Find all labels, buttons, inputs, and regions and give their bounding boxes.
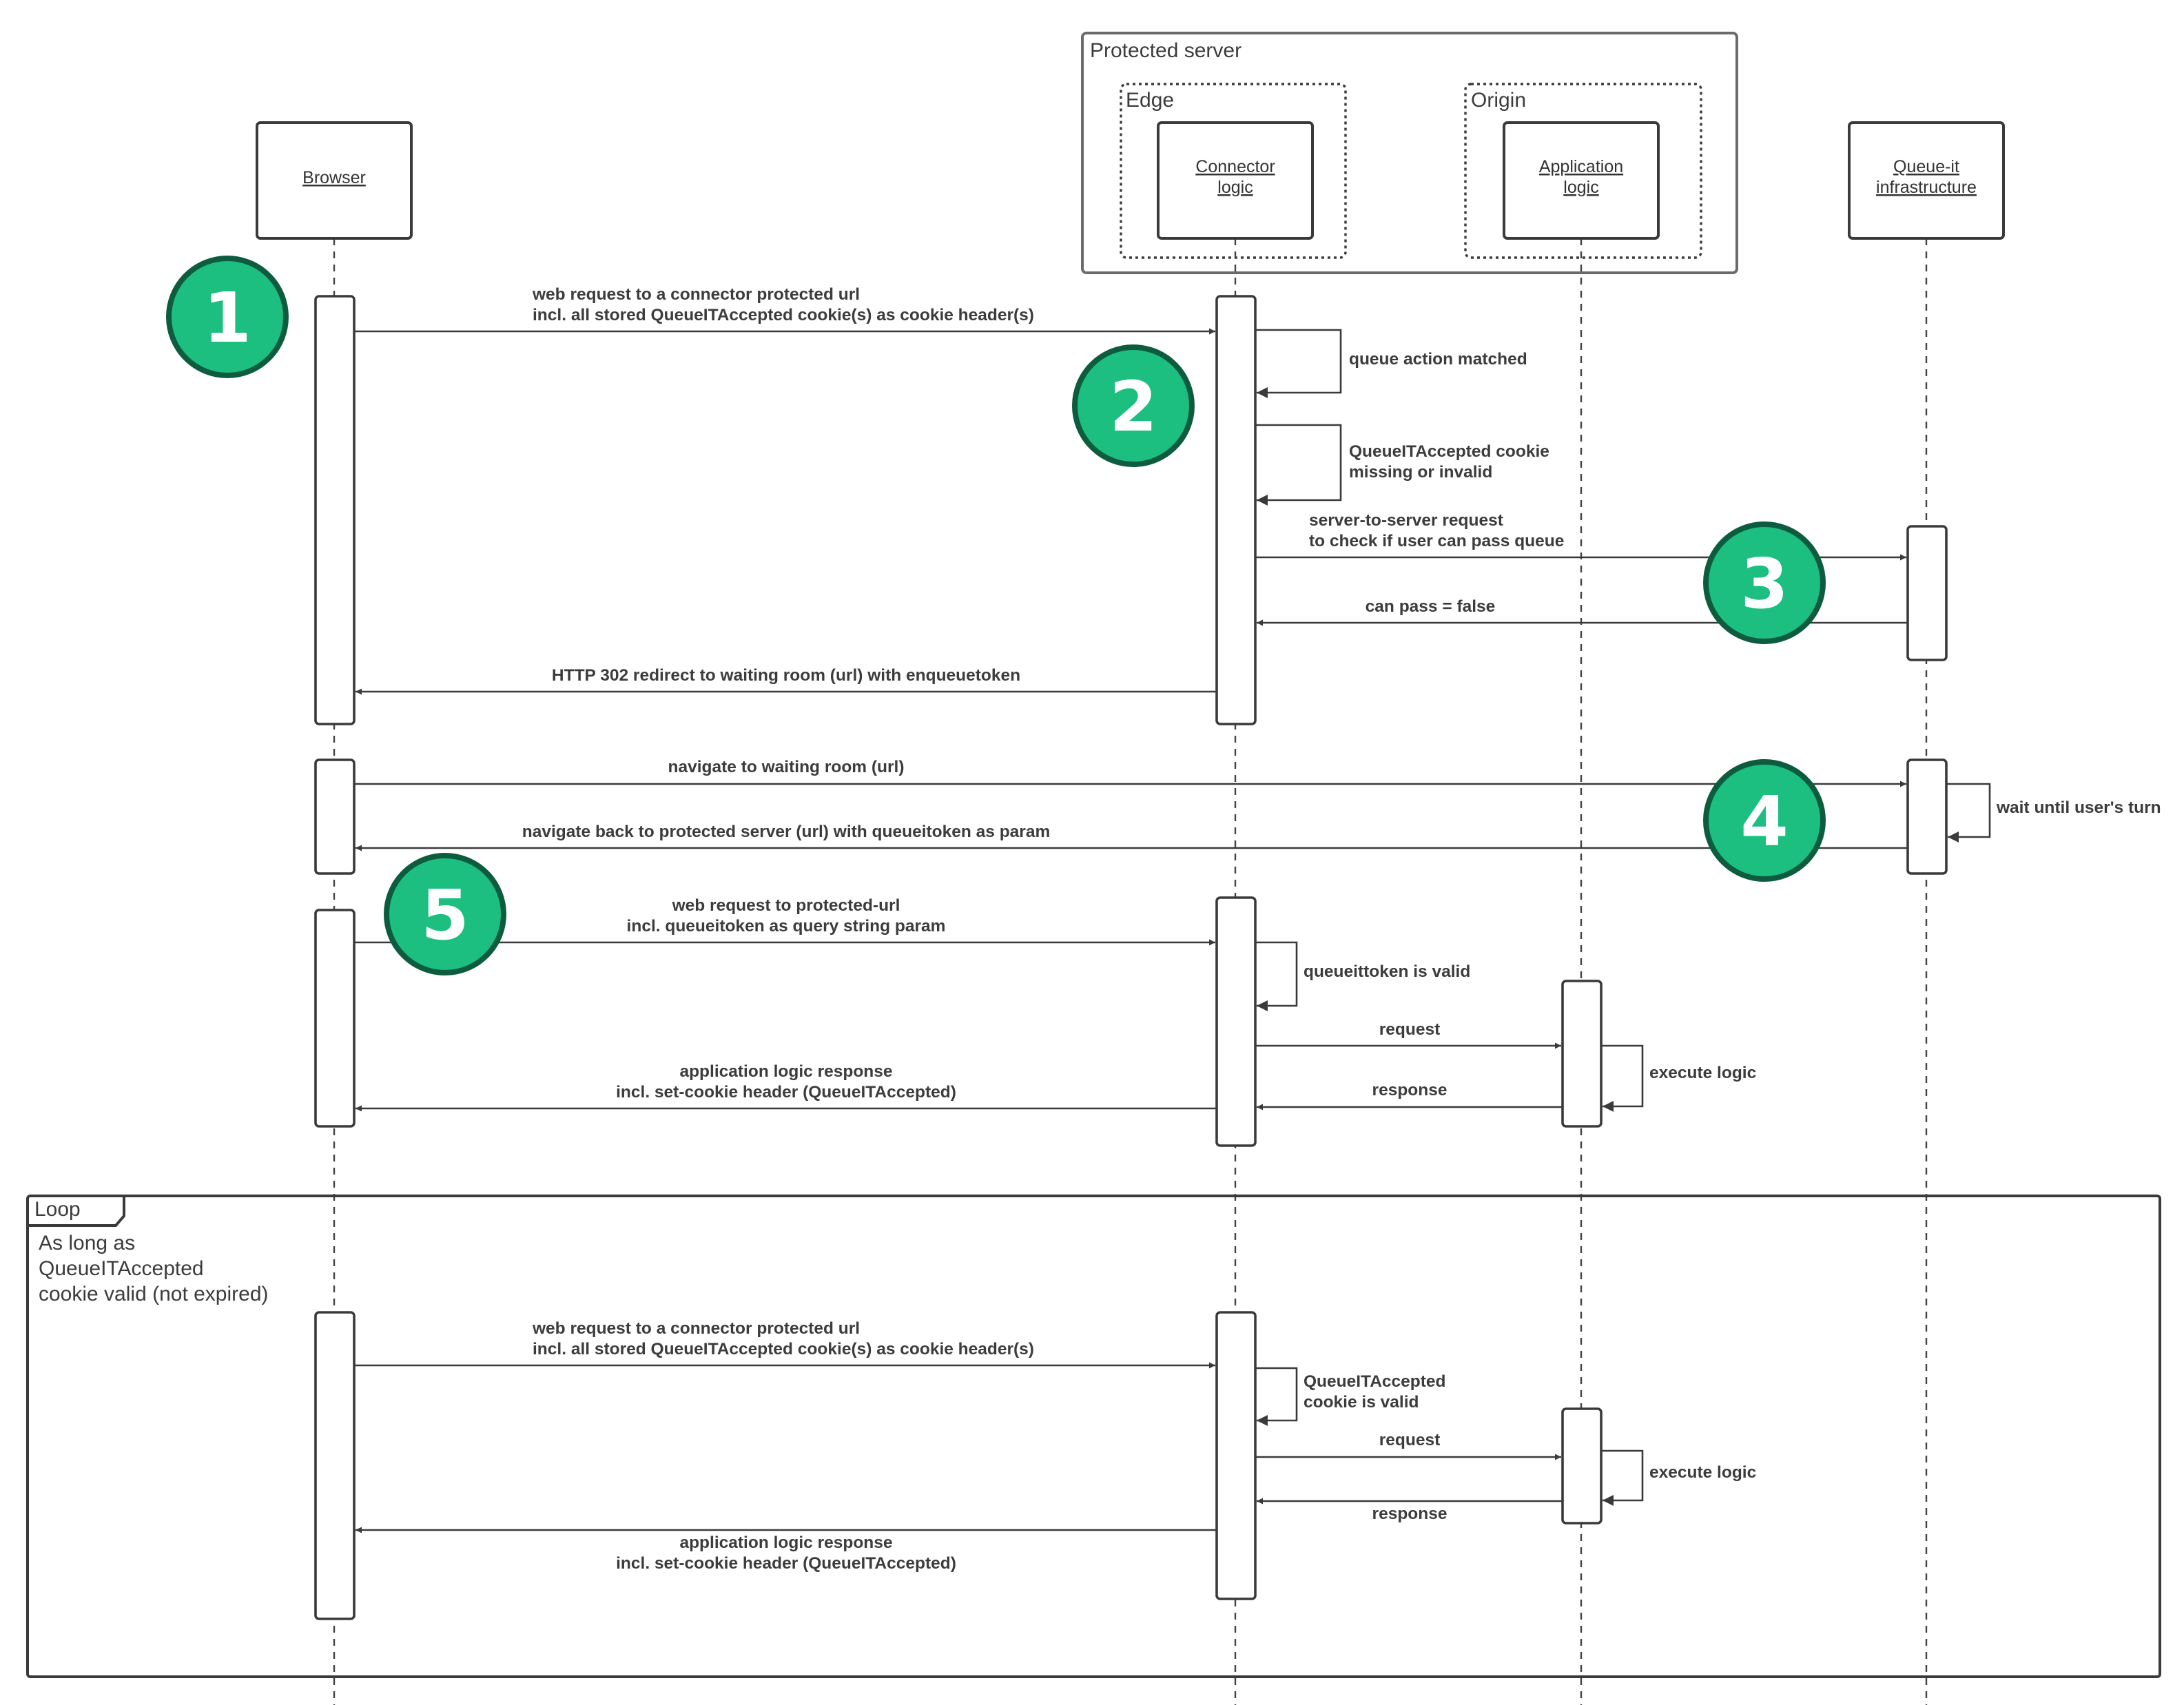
msg-can-pass-false-label: can pass = false	[1366, 597, 1496, 616]
edge-group: Edge	[1120, 83, 1347, 259]
msg-navigate-waiting-room: navigate to waiting room (url)	[354, 758, 1906, 787]
msg-http-302-redirect: HTTP 302 redirect to waiting room (url) …	[356, 666, 1217, 695]
step-badge-1: 1	[166, 256, 289, 378]
queueit-activation-2	[1906, 758, 1948, 875]
loop-msg-web-request-line2: incl. all stored QueueITAccepted cookie(…	[533, 1340, 1034, 1358]
msg-http-302-redirect-label: HTTP 302 redirect to waiting room (url) …	[552, 666, 1020, 685]
msg-navigate-back-label: navigate back to protected server (url) …	[522, 823, 1051, 841]
step-badge-5: 5	[384, 853, 506, 975]
loop-condition-line3: cookie valid (not expired)	[39, 1283, 269, 1305]
edge-label: Edge	[1126, 89, 1174, 112]
protected-server-group: Protected server	[1081, 32, 1738, 274]
step-badge-5-number: 5	[421, 875, 469, 955]
origin-label: Origin	[1471, 89, 1526, 112]
self-msg-execute-logic-1: execute logic	[1601, 1044, 1756, 1112]
self-msg-cookie-missing: QueueITAccepted cookie missing or invali…	[1255, 424, 1549, 506]
loop-self-msg-cookie-valid-line1: QueueITAccepted	[1304, 1372, 1445, 1391]
loop-msg-response: response	[1257, 1498, 1563, 1523]
step-badge-1-number: 1	[203, 278, 251, 358]
loop-msg-app-response-line2: incl. set-cookie header (QueueITAccepted…	[616, 1554, 956, 1573]
queueit-actor-label-line2: infrastructure	[1876, 178, 1977, 197]
queueit-actor: Queue-it infrastructure	[1848, 121, 2005, 240]
self-msg-cookie-missing-line2: missing or invalid	[1349, 463, 1492, 482]
loop-condition-line1: As long as	[39, 1232, 135, 1254]
browser-actor-label: Browser	[302, 168, 366, 187]
msg-server-to-server: server-to-server request to check if use…	[1255, 511, 1906, 561]
msg-request-1: request	[1255, 1020, 1561, 1049]
msg-web-request-line1: web request to a connector protected url	[532, 285, 860, 304]
msg-web-request-queueitoken-line2: incl. queueitoken as query string param	[627, 917, 946, 936]
connector-activation-1	[1215, 295, 1257, 725]
loop-frame: Loop As long as QueueITAccepted cookie v…	[26, 1195, 2161, 1678]
step-badge-4: 4	[1703, 759, 1826, 882]
self-msg-cookie-missing-line1: QueueITAccepted cookie	[1349, 442, 1549, 461]
connector-actor: Connector logic	[1157, 121, 1314, 240]
loop-self-msg-execute-logic-label: execute logic	[1649, 1463, 1756, 1482]
loop-self-msg-cookie-valid-line2: cookie is valid	[1304, 1393, 1419, 1412]
self-msg-wait-until-turn-label: wait until user's turn	[1996, 798, 2161, 817]
loop-msg-web-request-line1: web request to a connector protected url	[532, 1319, 860, 1338]
queueit-actor-label-line1: Queue-it	[1893, 157, 1959, 176]
application-actor-label-line1: Application	[1539, 157, 1623, 176]
self-msg-token-valid-label: queueittoken is valid	[1304, 962, 1470, 981]
loop-self-msg-cookie-valid: QueueITAccepted cookie is valid	[1255, 1367, 1445, 1426]
loop-condition-line2: QueueITAccepted	[39, 1257, 204, 1280]
connector-activation-2	[1215, 896, 1257, 1147]
self-msg-queue-action-matched-label: queue action matched	[1349, 350, 1527, 369]
msg-navigate-back: navigate back to protected server (url) …	[356, 823, 1908, 851]
step-badge-2-number: 2	[1109, 366, 1157, 447]
application-activation-1	[1561, 980, 1603, 1128]
msg-app-response-1-line2: incl. set-cookie header (QueueITAccepted…	[616, 1083, 956, 1102]
application-activation-2	[1561, 1407, 1603, 1525]
self-msg-execute-logic-1-label: execute logic	[1649, 1064, 1756, 1082]
loop-msg-app-response-line1: application logic response	[679, 1533, 892, 1552]
queueit-activation-1	[1906, 525, 1948, 661]
loop-tag: Loop	[34, 1198, 81, 1221]
loop-msg-app-response: application logic response incl. set-coo…	[356, 1527, 1217, 1573]
msg-request-1-label: request	[1379, 1020, 1441, 1039]
step-badge-3-number: 3	[1740, 544, 1789, 624]
msg-web-request-line2: incl. all stored QueueITAccepted cookie(…	[533, 306, 1034, 324]
self-msg-wait-until-turn: wait until user's turn	[1946, 783, 2161, 843]
connector-actor-label-line2: logic	[1217, 178, 1253, 197]
browser-activation-4	[314, 1311, 356, 1620]
msg-response-1-label: response	[1372, 1081, 1448, 1099]
step-badge-3: 3	[1703, 521, 1826, 644]
browser-activation-1	[314, 295, 356, 725]
protected-server-label: Protected server	[1090, 39, 1242, 62]
connector-activation-3	[1215, 1311, 1257, 1600]
self-msg-token-valid: queueittoken is valid	[1255, 941, 1470, 1011]
loop-msg-request-label: request	[1379, 1431, 1441, 1449]
step-badge-4-number: 4	[1740, 781, 1789, 862]
msg-navigate-waiting-room-label: navigate to waiting room (url)	[668, 758, 904, 776]
msg-web-request: web request to a connector protected url…	[354, 285, 1215, 335]
application-actor: Application logic	[1503, 121, 1660, 240]
msg-can-pass-false: can pass = false	[1257, 597, 1908, 626]
loop-self-msg-execute-logic: execute logic	[1601, 1449, 1756, 1506]
origin-group: Origin	[1464, 83, 1702, 259]
msg-web-request-queueitoken-line1: web request to protected-url	[672, 896, 900, 915]
loop-msg-response-label: response	[1372, 1505, 1448, 1523]
msg-app-response-1-line1: application logic response	[679, 1062, 892, 1081]
connector-actor-label-line1: Connector	[1195, 157, 1275, 176]
browser-actor: Browser	[256, 121, 413, 240]
msg-web-request-queueitoken: web request to protected-url incl. queue…	[354, 896, 1215, 946]
browser-activation-3	[314, 909, 356, 1128]
loop-msg-request: request	[1255, 1431, 1561, 1460]
loop-msg-web-request: web request to a connector protected url…	[354, 1319, 1215, 1369]
application-actor-label-line2: logic	[1563, 178, 1598, 197]
msg-server-to-server-line1: server-to-server request	[1309, 511, 1503, 530]
step-badge-2: 2	[1072, 344, 1195, 467]
browser-activation-2	[314, 758, 356, 875]
msg-server-to-server-line2: to check if user can pass queue	[1309, 532, 1564, 550]
msg-app-response-1: application logic response incl. set-coo…	[356, 1062, 1217, 1112]
msg-response-1: response	[1257, 1081, 1563, 1110]
self-msg-queue-action-matched: queue action matched	[1255, 329, 1527, 398]
